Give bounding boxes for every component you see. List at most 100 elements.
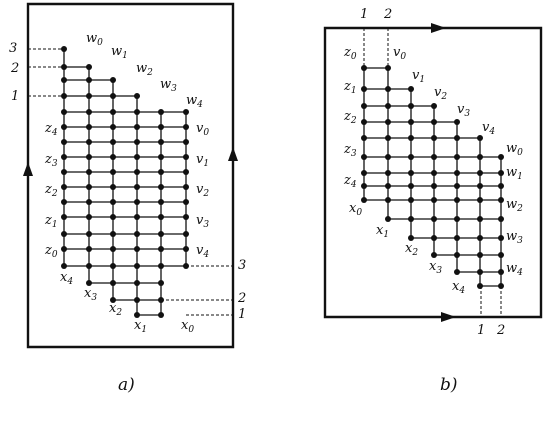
panel-b-vertex	[408, 216, 414, 222]
panel-a-label-w3: w3	[160, 77, 177, 94]
panel-a-up-arrow-right	[228, 147, 238, 161]
panel-a-vertex	[183, 214, 189, 220]
panel-a-vertex	[183, 199, 189, 205]
panel-b-vertex	[361, 103, 367, 109]
panel-b-label-x0: x0	[349, 201, 362, 218]
panel-a-vertex	[61, 263, 67, 269]
panel-b-vertex	[477, 269, 483, 275]
panel-a-vertex	[134, 154, 140, 160]
panel-a-vertex	[158, 280, 164, 286]
panel-a-vertex	[110, 184, 116, 190]
panel-b-vertex	[454, 216, 460, 222]
panel-b-vertex	[498, 269, 504, 275]
panel-b-vertex	[477, 252, 483, 258]
panel-a-vertex	[158, 139, 164, 145]
panel-a-vertex	[61, 139, 67, 145]
panel-b-vertex	[431, 216, 437, 222]
panel-b-label-w3: w3	[506, 229, 523, 246]
panel-b-vertex	[431, 170, 437, 176]
panel-a-label-x4: x4	[60, 270, 73, 287]
panel-a-vertex	[110, 263, 116, 269]
panel-a-vertex	[110, 154, 116, 160]
panel-b-vertex	[431, 103, 437, 109]
panel-b-vertex	[477, 197, 483, 203]
panel-b-label-x3: x3	[429, 259, 442, 276]
panel-a-vertex	[61, 109, 67, 115]
panel-b-label-v3: v3	[457, 102, 470, 119]
panel-b-label-x4: x4	[452, 279, 465, 296]
panel-b-vertex	[477, 283, 483, 289]
panel-a-vertex	[86, 124, 92, 130]
panel-a-vertex	[134, 199, 140, 205]
panel-a-vertex	[61, 169, 67, 175]
panel-b-vertex	[431, 252, 437, 258]
panel-b-vertex	[498, 235, 504, 241]
panel-b-label-z3: z3	[343, 142, 357, 159]
panel-b-vertex	[477, 170, 483, 176]
panel-b-vertex	[431, 183, 437, 189]
panel-a-vertex	[61, 77, 67, 83]
panel-b-label-x1: x1	[376, 223, 389, 240]
panel-a-vertex	[158, 263, 164, 269]
panel-b-vertex	[408, 154, 414, 160]
panel-b-vertex	[454, 119, 460, 125]
panel-b-vertex	[477, 216, 483, 222]
panel-a-vertex	[158, 214, 164, 220]
panel-a-vertex	[61, 199, 67, 205]
panel-b-right-arrow-bottom	[441, 312, 456, 322]
panel-a-vertex	[110, 169, 116, 175]
panel-a-vertex	[86, 169, 92, 175]
panel-a-vertex	[61, 124, 67, 130]
panel-a-up-arrow-left	[23, 162, 33, 176]
panel-b-label-w1: w1	[506, 165, 523, 182]
panel-a-vertex	[134, 246, 140, 252]
panel-a-vertex	[158, 169, 164, 175]
panel-a-vertex	[183, 169, 189, 175]
panel-a-vertex	[158, 124, 164, 130]
panel-a-left-number-2: 2	[10, 61, 19, 76]
panel-a-label-v0: v0	[196, 121, 209, 138]
panel-a-vertex	[86, 93, 92, 99]
panel-b-label-v4: v4	[482, 120, 495, 137]
panel-b-vertex	[498, 252, 504, 258]
panel-b-label-z4: z4	[343, 173, 357, 190]
panel-a-vertex	[110, 214, 116, 220]
panel-a-vertex	[158, 199, 164, 205]
panel-a-vertex	[61, 184, 67, 190]
panel-a-vertex	[110, 297, 116, 303]
panel-b-vertex	[454, 183, 460, 189]
panel-a-vertex	[110, 231, 116, 237]
panel-b-vertex	[361, 170, 367, 176]
panel-a-vertex	[158, 231, 164, 237]
panel-a-vertex	[134, 93, 140, 99]
panel-a-vertex	[86, 280, 92, 286]
panel-b-label-v0: v0	[393, 45, 406, 62]
panel-b-right-arrow-top	[431, 23, 446, 33]
panel-b-vertex	[431, 154, 437, 160]
panel-b-top-number-1: 1	[360, 7, 368, 22]
panel-a-vertex	[134, 280, 140, 286]
panel-b-vertex	[498, 154, 504, 160]
panel-a-vertex	[158, 109, 164, 115]
panel-b: 1 2 1 2 z0 z1 z2 z3 z4 v0 v1 v2 v3 v4 w0…	[323, 7, 543, 395]
panel-a-right-number-3: 3	[238, 258, 246, 273]
panel-b-vertex	[477, 183, 483, 189]
panel-a-vertex	[134, 214, 140, 220]
panel-a-vertex	[86, 246, 92, 252]
panel-b-vertex	[385, 65, 391, 71]
panel-b-vertex	[408, 170, 414, 176]
panel-b-vertex	[385, 154, 391, 160]
panel-b-vertex	[431, 135, 437, 141]
panel-a-vertex	[134, 124, 140, 130]
panel-b-vertex	[361, 135, 367, 141]
panel-a-label-w1: w1	[111, 44, 128, 61]
panel-a-label-v2: v2	[196, 182, 209, 199]
panel-b-vertex	[385, 183, 391, 189]
panel-b-label-v1: v1	[412, 68, 425, 85]
panel-a-label-w4: w4	[186, 93, 203, 110]
panel-b-vertex	[454, 154, 460, 160]
panel-b-vertex	[408, 197, 414, 203]
panel-a-vertex	[134, 184, 140, 190]
panel-a-vertex	[183, 124, 189, 130]
